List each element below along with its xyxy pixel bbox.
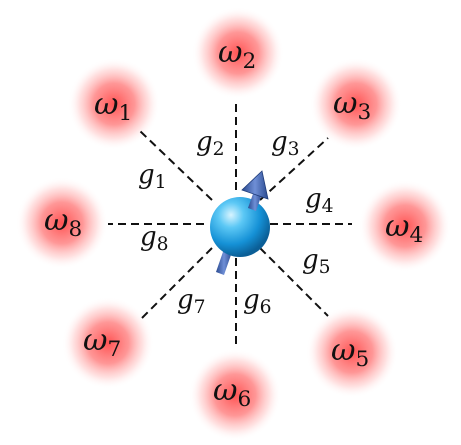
g-7-label: g7: [177, 285, 206, 318]
g-6-label: g6: [243, 285, 272, 318]
g-2-label: g2: [196, 127, 225, 160]
g-3-label: g3: [271, 127, 300, 160]
g-1-label: g1: [138, 160, 167, 193]
g-5-label: g5: [302, 245, 331, 278]
spin-particle: [210, 171, 270, 275]
spin-sphere: [210, 197, 270, 257]
g-8-label: g8: [140, 222, 169, 255]
g-4-label: g4: [305, 184, 334, 217]
